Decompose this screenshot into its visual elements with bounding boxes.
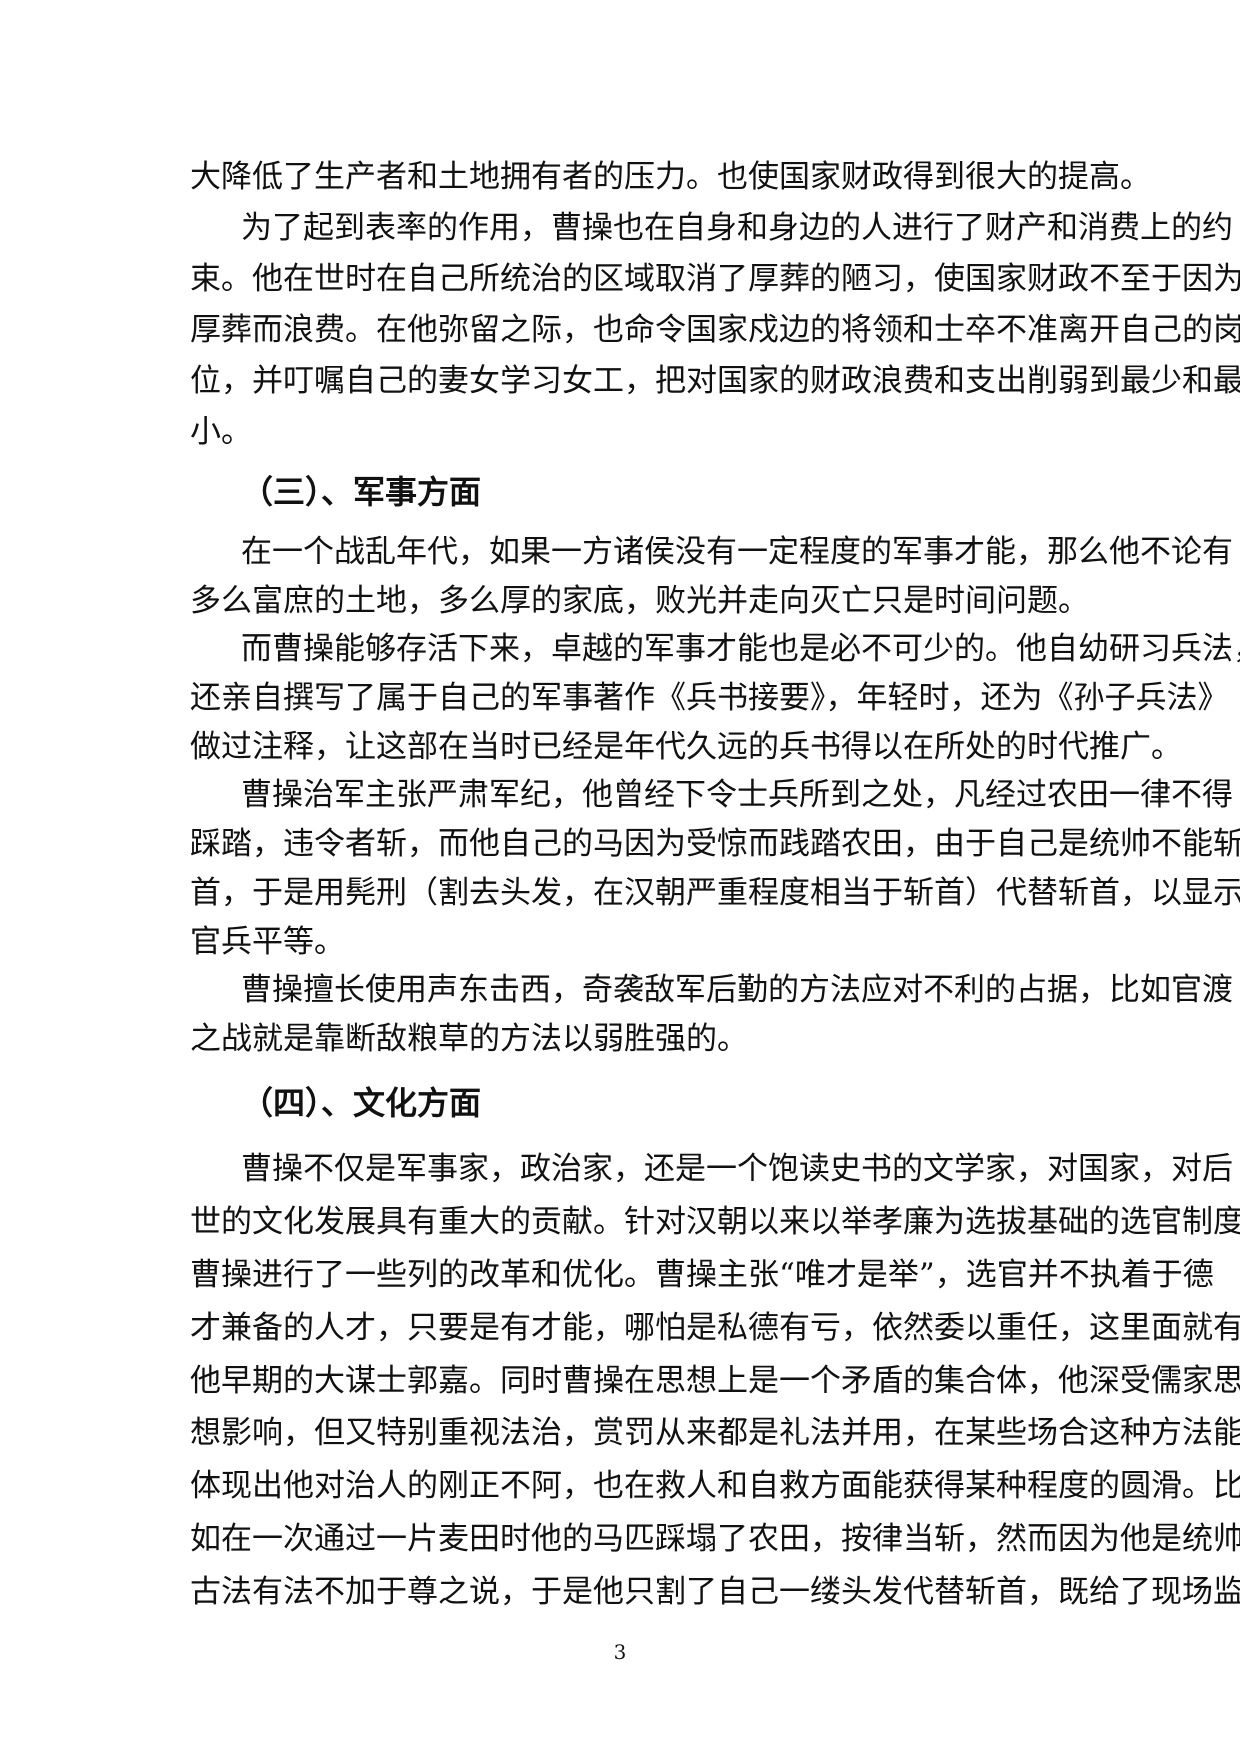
text-line: 首，于是用髡刑（割去头发，在汉朝严重程度相当于斩首）代替斩首，以显示 (190, 874, 1240, 911)
text-line: 体现出他对治人的刚正不阿，也在救人和自救方面能获得某种程度的圆滑。比 (190, 1468, 1240, 1505)
page-number: 3 (613, 1640, 627, 1664)
text-line: 曹操擅长使用声东击西，奇袭敌军后勤的方法应对不利的占据，比如官渡 (241, 972, 1233, 1009)
text-line: 大降低了生产者和土地拥有者的压力。也使国家财政得到很大的提高。 (190, 159, 1151, 195)
text-line: 如在一次通过一片麦田时他的马匹踩塌了农田，按律当斩，然而因为他是统帅， (190, 1521, 1240, 1558)
text-line: 古法有法不加于尊之说，于是他只割了自己一缕头发代替斩首，既给了现场监 (190, 1574, 1240, 1611)
text-line: 位，并叮嘱自己的妻女学习女工，把对国家的财政浪费和支出削弱到最少和最 (190, 363, 1240, 399)
text-line: 做过注释，让这部在当时已经是年代久远的兵书得以在所处的时代推广。 (190, 728, 1182, 765)
paragraph: 曹操不仅是军事家，政治家，还是一个饱读史书的文学家，对国家，对后世的文化发展具有… (190, 1143, 1240, 1619)
text-line: 之战就是靠断敌粮草的方法以弱胜强的。 (190, 1020, 748, 1057)
paragraph: 曹操治军主张严肃军纪，他曾经下令士兵所到之处，凡经过农田一律不得踩踏，违令者斩，… (190, 771, 1240, 966)
text-line: 曹操不仅是军事家，政治家，还是一个饱读史书的文学家，对国家，对后 (241, 1151, 1233, 1187)
text-line: 小。 (190, 414, 252, 450)
text-line: 而曹操能够存活下来，卓越的军事才能也是必不可少的。他自幼研习兵法， (241, 631, 1240, 668)
section-heading-culture: （四）、文化方面 (241, 1084, 482, 1122)
paragraph: 为了起到表率的作用，曹操也在自身和身边的人进行了财产和消费上的约束。他在世时在自… (190, 203, 1240, 458)
section-heading-military: （三）、军事方面 (241, 473, 482, 511)
body-block-3: 曹操不仅是军事家，政治家，还是一个饱读史书的文学家，对国家，对后世的文化发展具有… (190, 1143, 1240, 1619)
text-line: 多么富庶的土地，多么厚的家底，败光并走向灭亡只是时间问题。 (190, 582, 1089, 619)
text-line: 为了起到表率的作用，曹操也在自身和身边的人进行了财产和消费上的约 (241, 210, 1233, 246)
text-line: 世的文化发展具有重大的贡献。针对汉朝以来以举孝廉为选拔基础的选官制度， (190, 1203, 1240, 1240)
text-line: 束。他在世时在自己所统治的区域取消了厚葬的陋习，使国家财政不至于因为 (190, 261, 1240, 297)
paragraph: 而曹操能够存活下来，卓越的军事才能也是必不可少的。他自幼研习兵法， 还亲自撰写了属… (190, 625, 1240, 771)
paragraph: 大降低了生产者和土地拥有者的压力。也使国家财政得到很大的提高。 (190, 152, 1151, 203)
text-line: 曹操进行了一些列的改革和优化。曹操主张“唯才是举”，选官并不执着于德 (190, 1256, 1214, 1293)
text-line: 还亲自撰写了属于自己的军事著作《兵书接要》，年轻时，还为《孙子兵法》 (190, 680, 1229, 717)
paragraph: 曹操擅长使用声东击西，奇袭敌军后勤的方法应对不利的占据，比如官渡之战就是靠断敌粮… (190, 966, 1233, 1063)
body-block-1: 大降低了生产者和土地拥有者的压力。也使国家财政得到很大的提高。为了起到表率的作用… (190, 152, 1240, 458)
text-line: 在一个战乱年代，如果一方诸侯没有一定程度的军事才能，那么他不论有 (241, 534, 1233, 570)
text-line: 才兼备的人才，只要是有才能，哪怕是私德有亏，依然委以重任，这里面就有 (190, 1309, 1240, 1346)
text-line: 他早期的大谋士郭嘉。同时曹操在思想上是一个矛盾的集合体，他深受儒家思 (190, 1362, 1240, 1399)
text-line: 踩踏，违令者斩，而他自己的马因为受惊而践踏农田，由于自己是统帅不能斩 (190, 826, 1240, 863)
text-line: 曹操治军主张严肃军纪，他曾经下令士兵所到之处，凡经过农田一律不得 (241, 777, 1233, 814)
body-block-2: 在一个战乱年代，如果一方诸侯没有一定程度的军事才能，那么他不论有多么富庶的土地，… (190, 528, 1240, 1064)
text-line: 官兵平等。 (190, 923, 345, 960)
paragraph: 在一个战乱年代，如果一方诸侯没有一定程度的军事才能，那么他不论有多么富庶的土地，… (190, 528, 1233, 625)
text-line: 想影响，但又特别重视法治，赏罚从来都是礼法并用，在某些场合这种方法能 (190, 1415, 1240, 1452)
text-line: 厚葬而浪费。在他弥留之际，也命令国家戍边的将领和士卒不准离开自己的岗 (190, 312, 1240, 348)
